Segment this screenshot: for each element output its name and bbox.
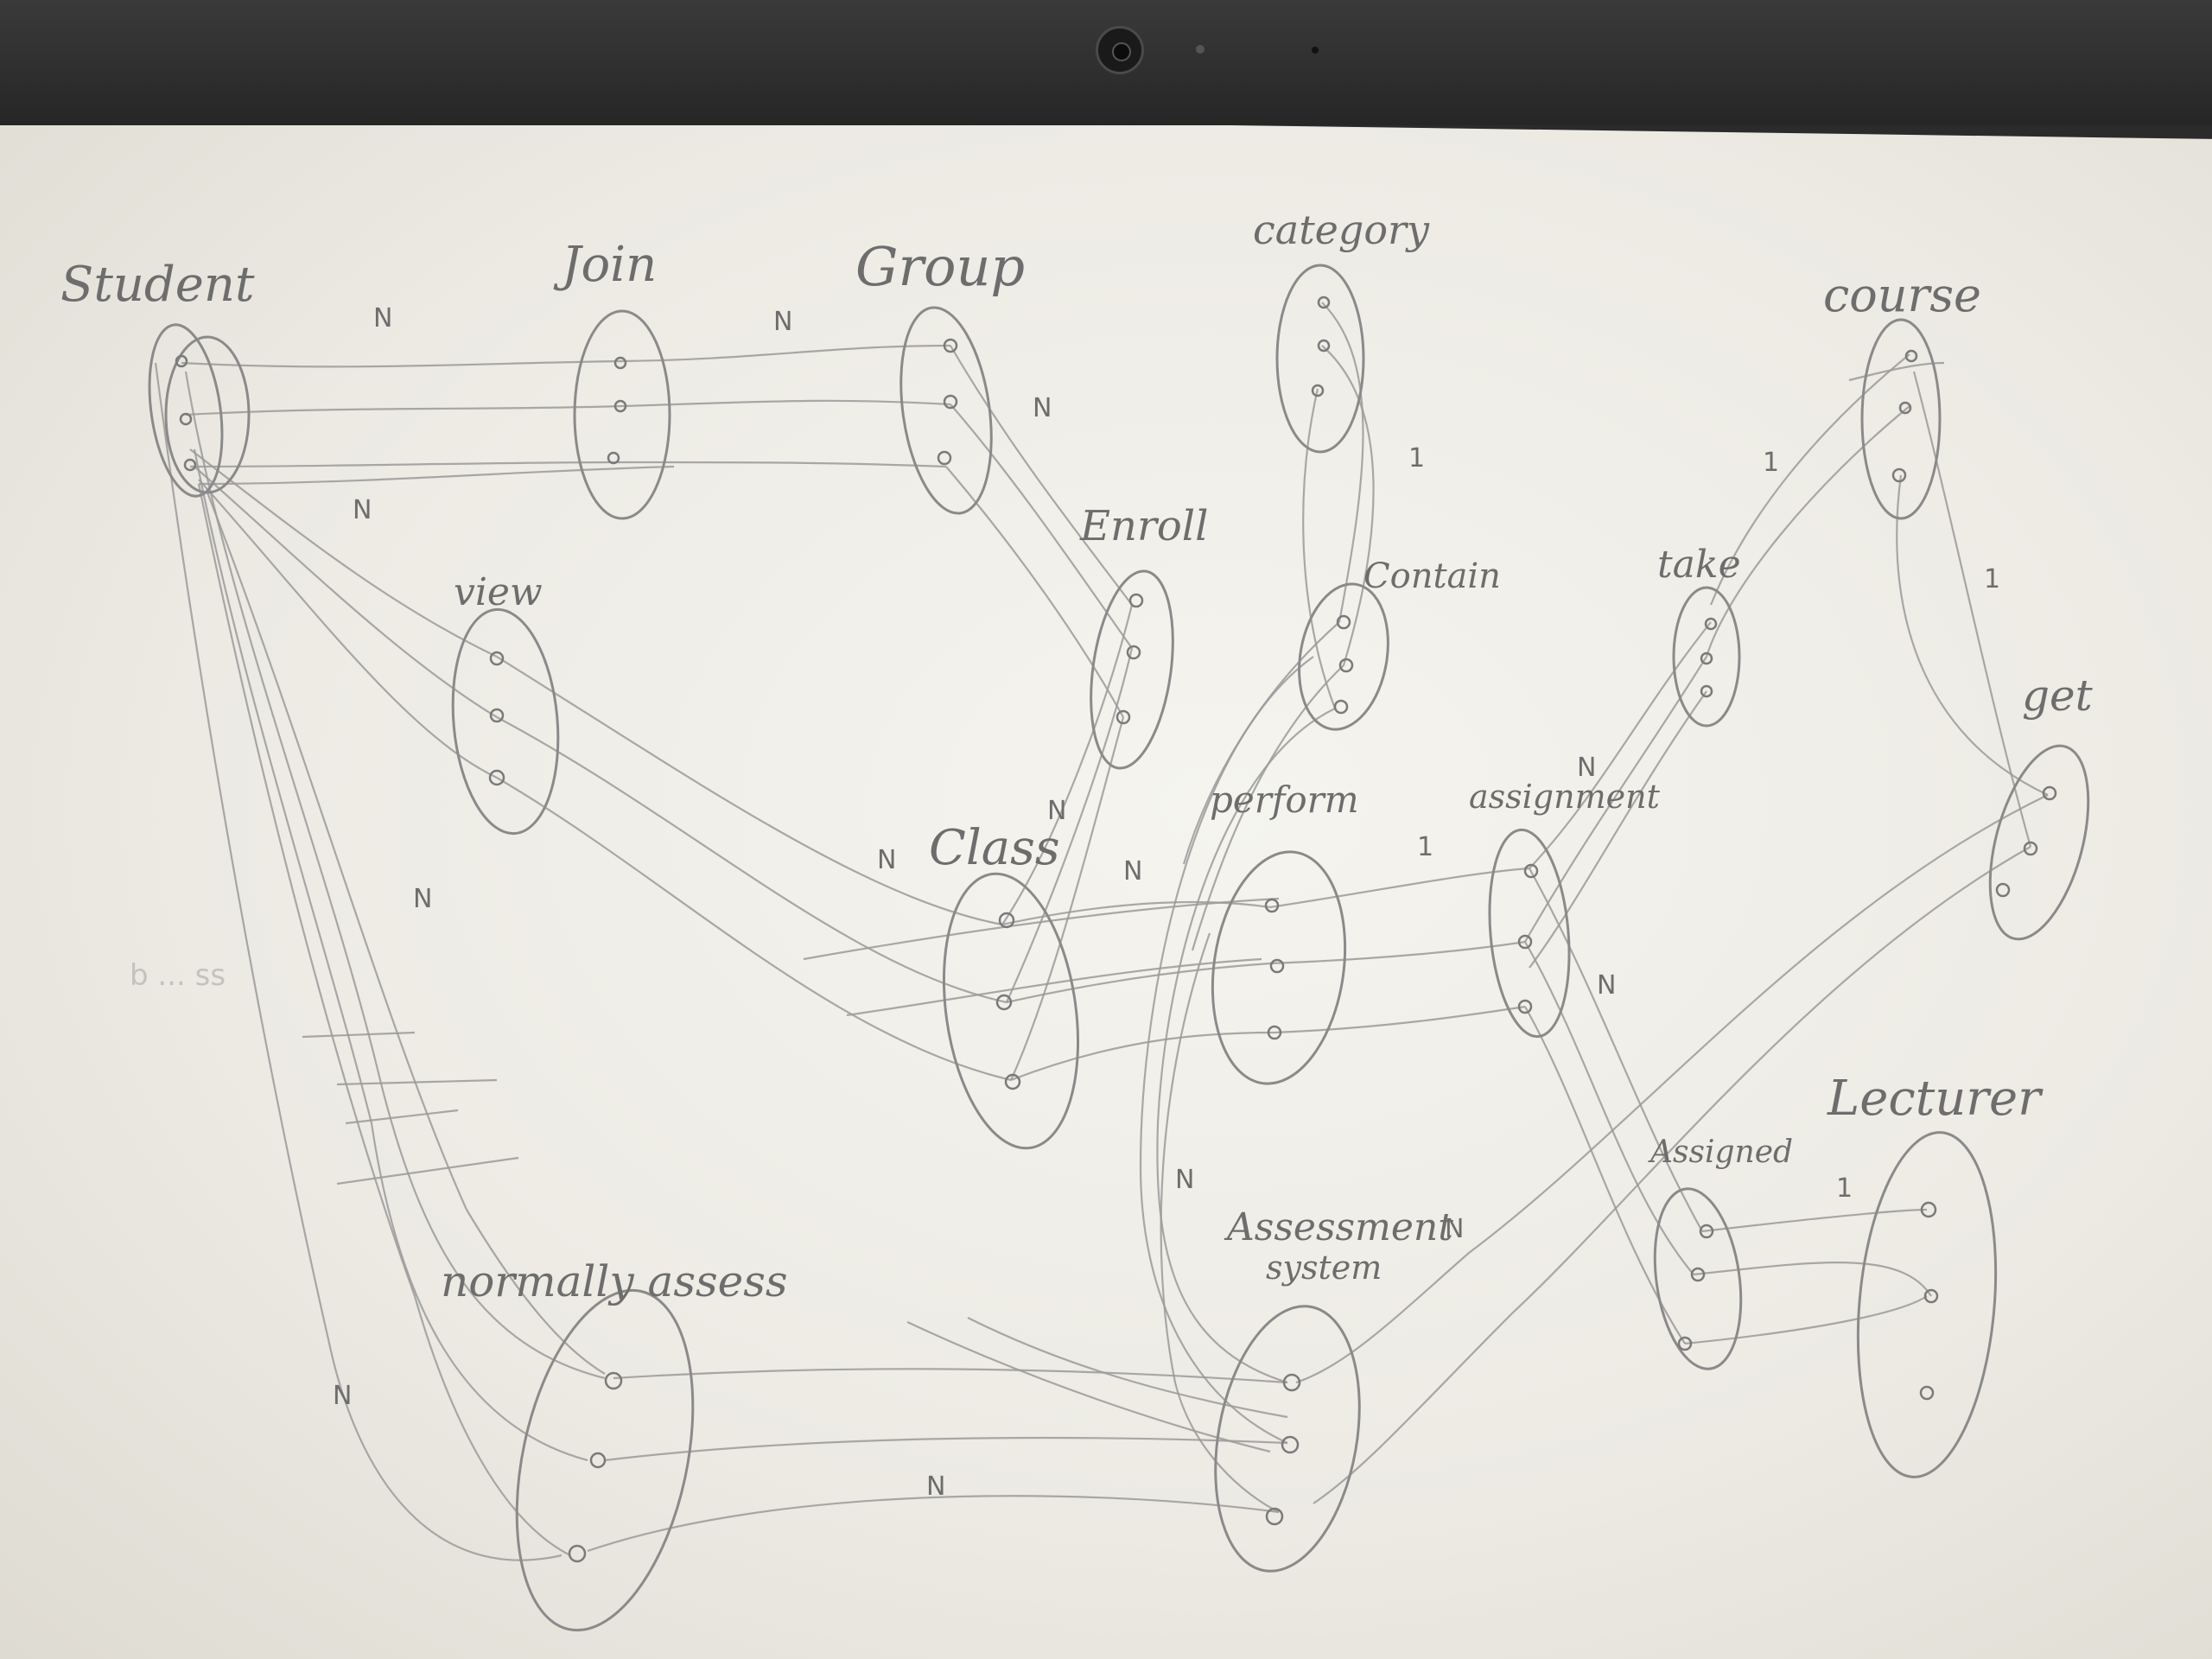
join-label: Join xyxy=(553,237,657,293)
card-normally-assess-assessment: N xyxy=(926,1471,945,1502)
perform-label: perform xyxy=(1210,779,1359,821)
indicator-light xyxy=(1312,47,1319,54)
card-class-left: N xyxy=(877,845,896,875)
enroll-label: Enroll xyxy=(1079,502,1209,550)
lecturer-label: Lecturer xyxy=(1827,1071,2044,1127)
normally-assess-oval xyxy=(515,1288,695,1632)
contain-label: Contain xyxy=(1363,556,1501,596)
normally-assess-label: normally assess xyxy=(441,1256,788,1306)
card-student-view: N xyxy=(353,495,372,525)
assessment-system-label-line2: system xyxy=(1266,1249,1382,1287)
view-oval xyxy=(451,607,560,836)
relationship-lines xyxy=(154,302,2049,1561)
category-oval xyxy=(1275,264,1365,454)
card-join-group: N xyxy=(773,307,792,337)
get-oval xyxy=(1988,744,2090,941)
view-label: view xyxy=(454,570,543,614)
course-oval xyxy=(1860,318,1942,520)
course-label: course xyxy=(1823,268,1981,322)
get-label: get xyxy=(2022,671,2094,721)
card-perform-left: N xyxy=(1123,856,1142,887)
category-label: category xyxy=(1253,207,1430,253)
perform-oval xyxy=(1211,850,1347,1085)
card-lecturer-assigned: 1 xyxy=(1836,1173,1853,1204)
student-oval xyxy=(148,323,251,498)
card-course-take: 1 xyxy=(1763,448,1779,478)
card-category-contain: 1 xyxy=(1408,443,1425,474)
card-assignment-take: N xyxy=(1577,753,1596,783)
card-assessment-right: N xyxy=(1445,1214,1464,1244)
laptop-bezel xyxy=(0,0,2212,125)
take-label: take xyxy=(1657,543,1741,587)
erased-text: b ... ss xyxy=(130,958,226,993)
assignment-label: assignment xyxy=(1469,778,1661,816)
card-assignment-assigned: N xyxy=(1597,970,1616,1001)
card-group-enroll: N xyxy=(1033,393,1052,423)
card-course-get: 1 xyxy=(1984,564,2000,594)
cardinality-marks: N N N N 1 1 1 N N N N 1 N N N N 1 N N xyxy=(333,303,2000,1502)
card-assessment-left: N xyxy=(1175,1165,1194,1195)
assigned-oval xyxy=(1653,1187,1743,1370)
assignment-oval xyxy=(1488,828,1571,1039)
class-label: Class xyxy=(929,820,1060,876)
card-perform-right: 1 xyxy=(1417,832,1433,862)
group-oval xyxy=(899,306,993,515)
card-class-right: N xyxy=(1047,796,1066,826)
student-label: Student xyxy=(60,257,255,313)
card-student-join: N xyxy=(373,303,392,334)
enroll-oval xyxy=(1090,569,1174,770)
card-student-normally-assess: N xyxy=(413,884,432,914)
assessment-system-label-line1: Assessment xyxy=(1224,1205,1453,1249)
assessment-system-oval xyxy=(1214,1305,1361,1573)
take-oval xyxy=(1672,586,1741,728)
join-oval xyxy=(573,309,671,520)
card-bottom-left: N xyxy=(333,1381,352,1411)
assigned-label: Assigned xyxy=(1648,1135,1793,1170)
class-oval xyxy=(942,872,1080,1150)
contain-oval xyxy=(1298,582,1389,731)
group-label: Group xyxy=(855,235,1025,298)
sensor-dot xyxy=(1196,45,1205,54)
webcam-icon xyxy=(1096,26,1144,74)
lecturer-oval xyxy=(1856,1131,1998,1478)
